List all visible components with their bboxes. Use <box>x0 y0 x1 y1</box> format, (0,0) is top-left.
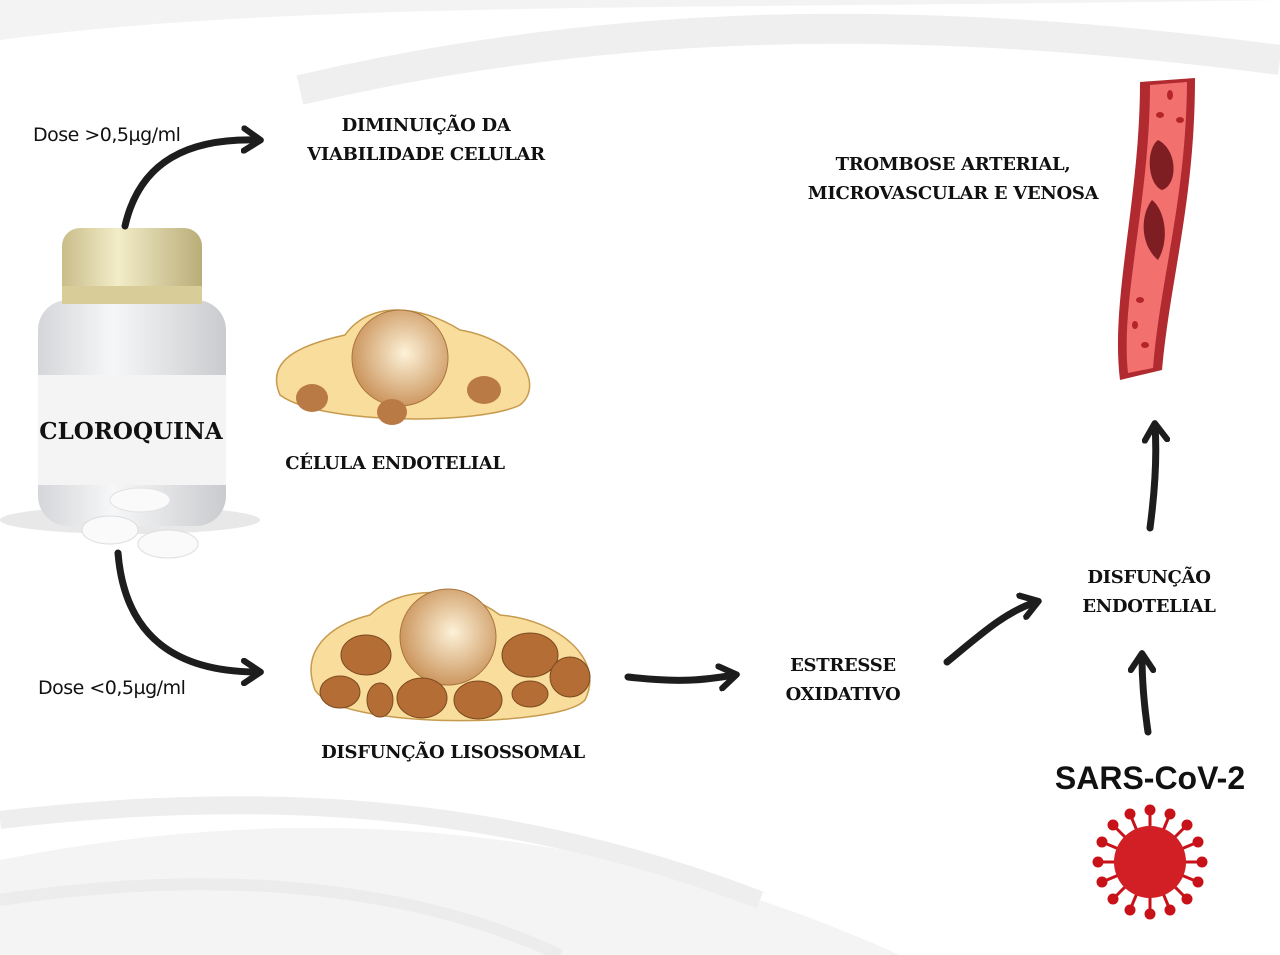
label-line: MICROVASCULAR E VENOSA <box>807 183 1099 204</box>
high-dose-label: Dose >0,5µg/ml <box>33 124 181 146</box>
viability-label: DIMINUIÇÃO DA VIABILIDADE CELULAR <box>307 111 545 169</box>
label-line: DISFUNÇÃO <box>1087 567 1211 588</box>
drug-label: CLOROQUINA <box>39 418 223 445</box>
arrow-high-dose <box>121 140 258 230</box>
arrow-virus-to-dysfunction <box>1142 656 1148 736</box>
arrow-to-endothelial-dysfunction <box>943 602 1036 666</box>
lysosomal-dysfunction-cell-icon <box>310 588 591 722</box>
label-line: TROMBOSE ARTERIAL, <box>835 154 1071 175</box>
chloroquine-bottle-icon <box>0 228 260 559</box>
endothelial-cell-icon <box>275 309 531 425</box>
virus-label: SARS-CoV-2 <box>1054 760 1246 796</box>
arrow-low-dose <box>114 549 258 672</box>
oxidative-stress-label: ESTRESSE OXIDATIVO <box>786 651 901 709</box>
label-line: ESTRESSE <box>790 655 896 676</box>
blood-vessel-thrombosis-icon <box>1117 78 1195 380</box>
arrow-to-oxidative <box>624 675 734 680</box>
endothelial-dysfunction-label: DISFUNÇÃO ENDOTELIAL <box>1082 563 1216 621</box>
label-line: DIMINUIÇÃO DA <box>341 115 511 136</box>
thrombosis-label: TROMBOSE ARTERIAL, MICROVASCULAR E VENOS… <box>808 150 1099 208</box>
label-line: ENDOTELIAL <box>1082 596 1216 617</box>
lysosomal-label: DISFUNÇÃO LISOSSOMAL <box>321 742 585 763</box>
arrow-to-thrombosis <box>1150 426 1156 532</box>
label-line: VIABILIDADE CELULAR <box>307 144 545 165</box>
low-dose-label: Dose <0,5µg/ml <box>38 677 186 699</box>
endothelial-cell-label: CÉLULA ENDOTELIAL <box>285 453 505 474</box>
sars-cov-2-virus-icon <box>1092 804 1208 920</box>
label-line: OXIDATIVO <box>785 684 901 705</box>
